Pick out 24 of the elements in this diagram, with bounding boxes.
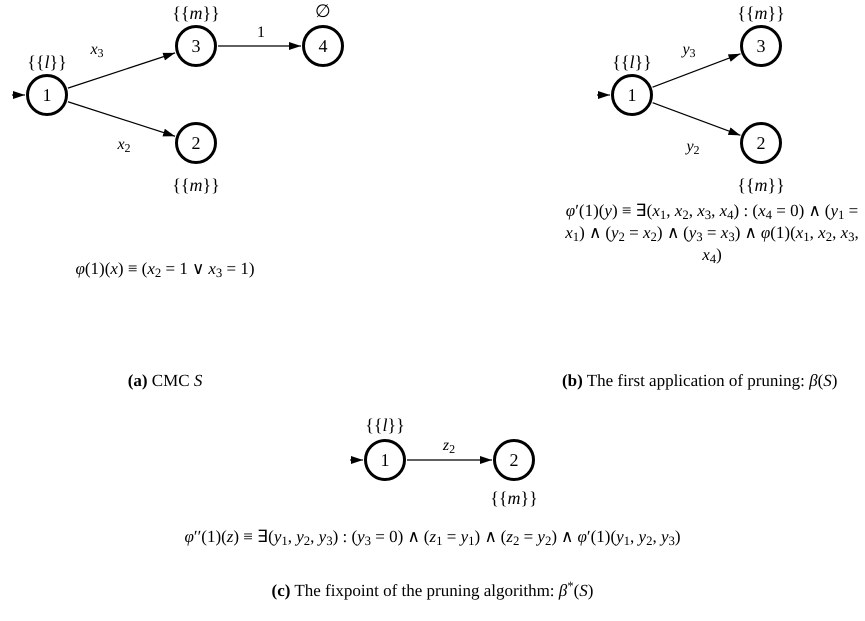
- arrow: [652, 53, 741, 88]
- arrow: [597, 91, 610, 99]
- subfigure-caption: (c) The fixpoint of the pruning algorithm: β$^{*}$(S): [270, 580, 594, 602]
- arrow: [407, 456, 492, 464]
- state-label: {{m}}: [172, 4, 220, 22]
- arrow: [68, 52, 176, 89]
- arrow: [68, 101, 176, 137]
- state-label: {{m}}: [737, 4, 785, 22]
- formula: φ(1)(x) ≡ (x$_{2}$ = 1 ∨ x$_{3}$ = 1): [74, 258, 256, 280]
- state-label: ∅: [315, 2, 331, 20]
- state-label: {{m}}: [737, 176, 785, 194]
- state-label: {{l}}: [612, 53, 652, 71]
- arrow: [218, 42, 301, 50]
- arrow: [350, 456, 363, 464]
- state-label: {{l}}: [365, 416, 405, 434]
- subfigure-caption: (b) The first application of pruning: β(S): [562, 370, 838, 392]
- formula: φ′(1)(y) ≡ ∃(x$_{1}$, x$_{2}$, x$_{3}$, x$_{4}$) : (x$_{4}$ = 0) ∧ (y$_{1}$ = x$_{1}$) ∧ (y$_{2}$ = x$_{2}$) ∧ (y$_{3}$ = x$_{3}$) ∧ φ(1)(x$_{1}$, x$_{2}$, x$_{3}$, x$_{4}$): [564, 200, 860, 266]
- state-label: {{l}}: [27, 53, 67, 71]
- arrow: [12, 91, 25, 99]
- state-label: {{m}}: [172, 176, 220, 194]
- arrow: [652, 102, 741, 136]
- formula: φ′′(1)(z) ≡ ∃(y$_{1}$, y$_{2}$, y$_{3}$) : (y$_{3}$ = 0) ∧ (z$_{1}$ = y$_{1}$) ∧ (z$_{2}$ = y$_{2}$) ∧ φ′(1)(y$_{1}$, y$_{2}$, y$_{3}$): [183, 526, 682, 548]
- state-label: {{m}}: [490, 489, 538, 507]
- subfigure-caption: (a) CMC S: [126, 370, 204, 392]
